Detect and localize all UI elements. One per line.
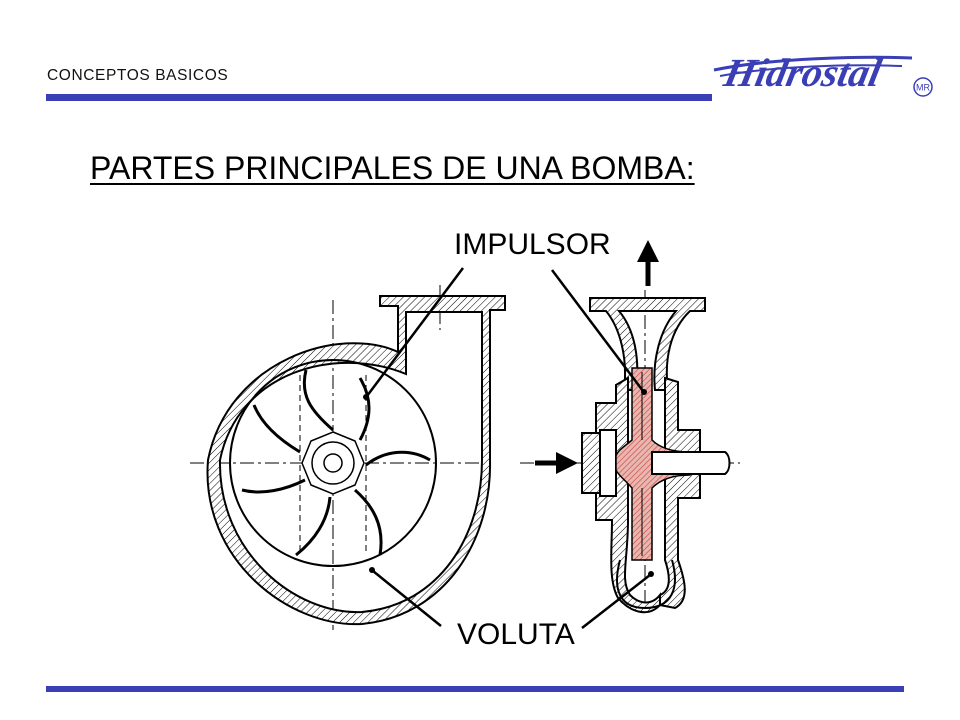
logo-swoosh [713,55,913,77]
voluta-leader-left [372,570,442,627]
leader-lines [366,267,651,629]
impeller-vanes [241,369,431,557]
logo-wordmark: Hidrostal [719,50,886,95]
leader-dots [363,389,654,577]
flow-arrows [535,240,659,474]
impulsor-leader-left [366,267,464,397]
pump-shaft [651,451,731,475]
header-rule [46,94,712,101]
pump-front-view [190,285,506,630]
section-label: CONCEPTOS BASICOS [47,67,229,84]
voluta-label: VOLUTA [457,618,575,651]
trademark-circle [913,77,933,97]
footer-rule [46,686,904,692]
page-title: PARTES PRINCIPALES DE UNA BOMBA: [90,150,695,186]
impulsor-label: IMPULSOR [454,228,611,261]
impeller-hub [301,431,365,495]
discharge-nozzle [589,297,706,391]
hidrostal-logo: Hidrostal MR [713,50,933,97]
volute-bottom-loop [616,559,676,610]
casing-right-wall [659,376,701,610]
voluta-leader-right [581,574,651,629]
pump-section-view [520,290,740,614]
shaft-bore [323,453,343,473]
impeller-outline [229,359,437,567]
volute-casing-wall [206,295,506,626]
trademark-label: MR [916,83,930,93]
discharge-arrow-icon [637,240,659,286]
suction-arrow-icon [535,452,578,474]
impulsor-leader-right [551,269,644,392]
suction-eye [599,429,617,497]
hub-ring [311,441,355,485]
